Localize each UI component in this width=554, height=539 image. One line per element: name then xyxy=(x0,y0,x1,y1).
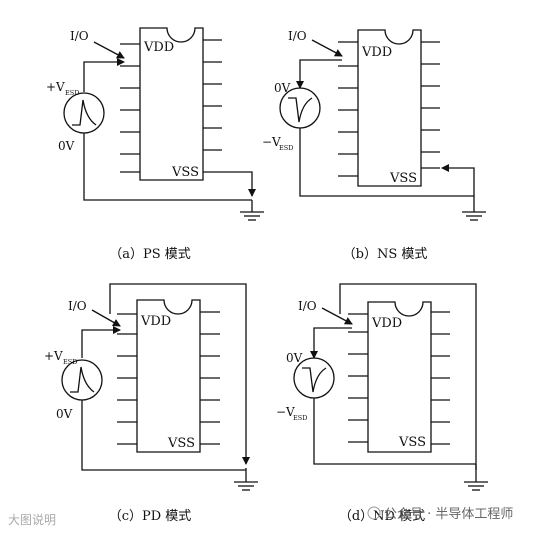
vdd-loop-wire xyxy=(109,283,250,465)
voltage-bottom-label: −V xyxy=(262,135,281,149)
vdd-label: VDD xyxy=(143,40,174,55)
voltage-bottom-sub: ESD xyxy=(279,144,293,152)
io-label: I/O xyxy=(68,299,87,313)
vss-label: VSS xyxy=(398,435,426,450)
svg-text:公众号 · 半导体工程师: 公众号 · 半导体工程师 xyxy=(384,507,513,522)
vdd-label: VDD xyxy=(140,314,171,329)
voltage-top-label: 0V xyxy=(274,81,291,95)
io-label: I/O xyxy=(288,29,307,43)
panel-caption: （a）PS 模式 xyxy=(109,247,191,262)
vss-label: VSS xyxy=(167,436,195,451)
io-pointer xyxy=(321,307,353,325)
panel-caption: （c）PD 模式 xyxy=(109,509,192,524)
negative-pulse-icon xyxy=(302,367,327,393)
vdd-loop-wire xyxy=(339,283,477,470)
panel-nd-mode xyxy=(293,283,488,491)
voltage-top-sub: ESD xyxy=(63,358,77,366)
positive-pulse-icon xyxy=(70,366,95,393)
voltage-bottom-sub: ESD xyxy=(293,414,307,422)
ic-left-pins xyxy=(348,313,368,443)
ground-icon xyxy=(462,196,486,221)
ic-left-pins xyxy=(338,41,358,177)
panel-ps-mode xyxy=(63,27,264,221)
voltage-bottom-label: −V xyxy=(276,405,295,419)
watermark-left: 大图说明 xyxy=(8,512,56,527)
ic-left-pins xyxy=(120,43,140,173)
esd-pulse-source xyxy=(63,92,105,134)
ic-right-pins xyxy=(200,311,220,445)
ground-return-wire xyxy=(81,400,246,471)
ic-right-pins xyxy=(431,311,450,445)
ic-chip-body xyxy=(357,29,422,187)
io-to-source-wire xyxy=(296,59,342,89)
ic-right-pins xyxy=(203,39,222,173)
io-pointer xyxy=(93,41,125,59)
ic-chip-body xyxy=(367,301,432,453)
negative-pulse-icon xyxy=(288,97,313,123)
voltage-bottom-label: 0V xyxy=(58,139,75,153)
vdd-label: VDD xyxy=(361,45,392,60)
ic-right-pins xyxy=(421,41,440,169)
ic-chip-body xyxy=(136,299,201,453)
vdd-label: VDD xyxy=(371,316,402,331)
ic-left-pins xyxy=(117,313,137,445)
vss-label: VSS xyxy=(171,165,199,180)
io-pointer xyxy=(311,39,343,57)
panel-caption: （b）NS 模式 xyxy=(343,247,428,262)
panel-caption: （d）ND 模式 xyxy=(339,509,425,524)
voltage-top-sub: ESD xyxy=(65,89,79,97)
panel-ns-mode xyxy=(279,29,486,221)
voltage-top-label: +V xyxy=(44,349,63,363)
svg-text:大图说明: 大图说明 xyxy=(8,512,56,527)
io-label: I/O xyxy=(70,29,89,43)
panel-pd-mode xyxy=(61,283,258,491)
vss-label: VSS xyxy=(389,171,417,186)
vss-wire xyxy=(222,171,256,197)
ground-return-wire xyxy=(313,398,476,465)
io-label: I/O xyxy=(298,299,317,313)
io-pointer xyxy=(91,309,121,327)
esd-pulse-source xyxy=(61,359,103,401)
voltage-bottom-label: 0V xyxy=(56,407,73,421)
ground-icon xyxy=(240,200,264,221)
voltage-top-label: 0V xyxy=(286,351,303,365)
positive-pulse-icon xyxy=(72,99,97,126)
voltage-top-label: +V xyxy=(46,80,65,94)
source-to-io-wire xyxy=(81,326,121,358)
ground-icon xyxy=(234,468,258,491)
ground-icon xyxy=(464,464,488,491)
watermark-right: 公众号 · 半导体工程师 xyxy=(367,506,513,522)
source-to-io-wire xyxy=(83,58,125,92)
ground-return-wire xyxy=(83,133,252,201)
ic-chip-body xyxy=(139,27,204,181)
io-to-source-wire xyxy=(310,327,352,359)
